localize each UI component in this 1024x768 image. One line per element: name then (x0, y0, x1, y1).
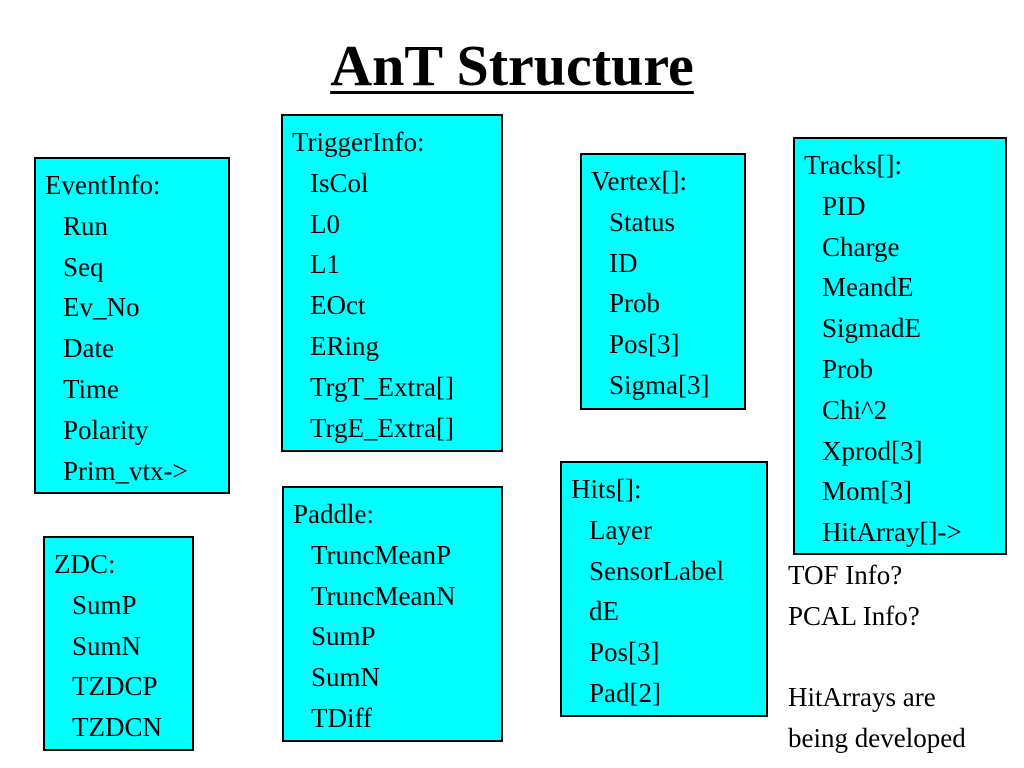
hits-box: Hits[]: Layer SensorLabel dE Pos[3] Pad[… (560, 461, 768, 717)
note-spacer (788, 637, 966, 678)
eventinfo-field: Polarity (63, 414, 149, 445)
tracks-field: SigmadE (822, 313, 921, 344)
tracks-field: Chi^2 (822, 394, 888, 425)
zdc-field: SumP (72, 589, 137, 620)
vertex-header: Vertex[]: (591, 166, 687, 196)
paddle-field: SumN (311, 662, 381, 693)
vertex-field: Sigma[3] (609, 369, 710, 400)
paddle-field: TDiff (311, 702, 372, 733)
triggerinfo-field: L0 (310, 208, 340, 239)
triggerinfo-field: TrgT_Extra[] (310, 371, 454, 402)
tracks-field: Xprod[3] (822, 435, 923, 466)
eventinfo-field: Time (63, 373, 120, 404)
tracks-field: Prob (822, 353, 874, 384)
hits-field: SensorLabel (589, 555, 724, 586)
paddle-header: Paddle: (293, 499, 374, 529)
title-text: AnT Structure (330, 33, 694, 98)
tracks-header: Tracks[]: (804, 150, 902, 180)
tracks-field: PID (822, 190, 866, 221)
triggerinfo-field: ERing (310, 330, 380, 361)
triggerinfo-box: TriggerInfo: IsCol L0 L1 EOct ERing TrgT… (281, 114, 503, 452)
vertex-field: Pos[3] (609, 329, 680, 360)
pcal-info-note: PCAL Info? (788, 600, 920, 631)
paddle-field: TruncMeanN (311, 580, 456, 611)
hits-field: Pad[2] (589, 677, 661, 708)
eventinfo-header: EventInfo: (45, 170, 161, 200)
notes-block: TOF Info? PCAL Info? HitArrays are being… (788, 555, 966, 759)
vertex-field: Status (609, 206, 676, 237)
vertex-field: Prob (609, 288, 661, 319)
vertex-box: Vertex[]: Status ID Prob Pos[3] Sigma[3] (580, 153, 746, 410)
eventinfo-field: Date (63, 333, 114, 364)
eventinfo-box: EventInfo: Run Seq Ev_No Date Time Polar… (34, 157, 230, 494)
triggerinfo-field: EOct (310, 290, 366, 321)
tracks-field: MeandE (822, 272, 914, 303)
zdc-box: ZDC: SumP SumN TZDCP TZDCN (43, 536, 194, 751)
zdc-field: TZDCN (72, 712, 162, 743)
triggerinfo-field: L1 (310, 249, 340, 280)
paddle-field: TruncMeanP (311, 539, 452, 570)
zdc-field: SumN (72, 630, 142, 661)
tracks-box: Tracks[]: PID Charge MeandE SigmadE Prob… (793, 137, 1007, 555)
paddle-box: Paddle: TruncMeanP TruncMeanN SumP SumN … (282, 486, 503, 742)
hitarrays-note-line-1: HitArrays are (788, 682, 936, 713)
eventinfo-field: Ev_No (63, 292, 140, 323)
hits-field: dE (589, 596, 619, 627)
tracks-field: HitArray[]-> (822, 517, 962, 548)
vertex-field: ID (609, 247, 638, 278)
tracks-field: Mom[3] (822, 476, 912, 507)
eventinfo-field: Run (63, 210, 109, 241)
zdc-header: ZDC: (54, 549, 116, 579)
paddle-field: SumP (311, 621, 376, 652)
eventinfo-field: Prim_vtx-> (63, 455, 188, 486)
tof-info-note: TOF Info? (788, 560, 903, 590)
hits-field: Pos[3] (589, 637, 660, 668)
zdc-field: TZDCP (72, 671, 158, 702)
hits-header: Hits[]: (571, 474, 642, 504)
triggerinfo-field: TrgE_Extra[] (310, 412, 454, 443)
hitarrays-note-line-2: being developed (788, 723, 966, 754)
tracks-field: Charge (822, 231, 900, 262)
page-title: AnT Structure (0, 30, 1024, 102)
hits-field: Layer (589, 514, 652, 545)
triggerinfo-field: IsCol (310, 167, 369, 198)
triggerinfo-header: TriggerInfo: (292, 127, 425, 157)
eventinfo-field: Seq (63, 251, 104, 282)
